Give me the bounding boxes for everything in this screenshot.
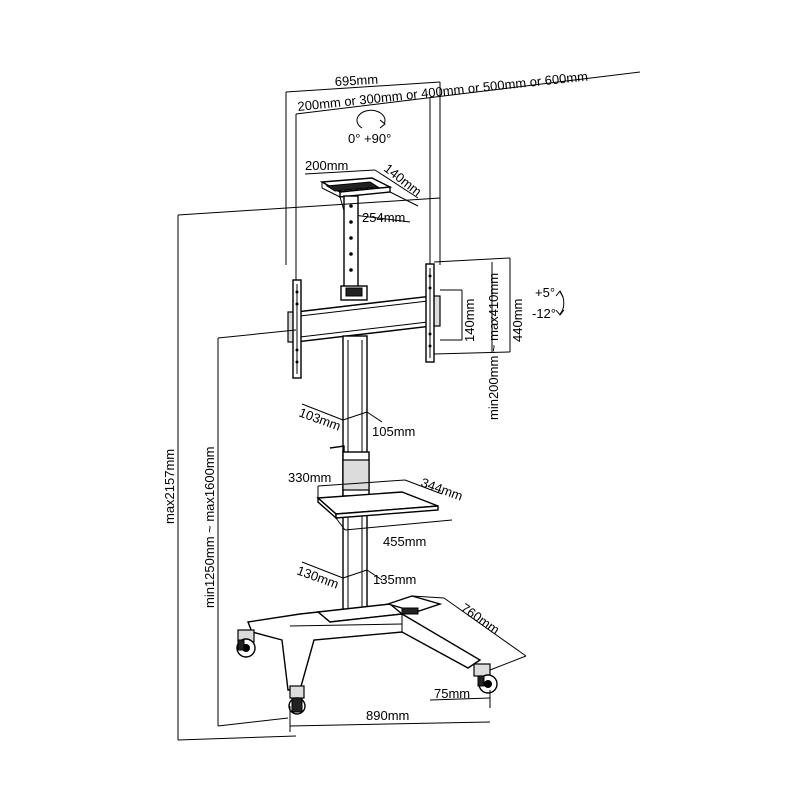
dim-rotation: 0° +90° <box>348 131 391 146</box>
column-upper-dimension-lines <box>301 403 383 430</box>
left-vesa-arm <box>292 279 302 379</box>
caster-left <box>236 629 256 658</box>
dim-tilt-down: -12° <box>532 306 556 321</box>
dim-top-plate-c: 254mm <box>362 210 405 225</box>
top-plate <box>319 177 393 198</box>
base <box>247 595 482 691</box>
dim-top-plate-a: 200mm <box>305 158 348 173</box>
dim-shelf-b: 344mm <box>419 475 465 504</box>
dim-shelf-a: 330mm <box>288 470 331 485</box>
dim-top-plate-b: 140mm <box>381 161 424 200</box>
bracket-dimension-lines <box>433 257 511 355</box>
caster-right <box>473 663 498 694</box>
shelf <box>316 491 439 520</box>
dim-vesa-height: min200mm ~ max410mm <box>486 273 501 420</box>
dim-column-lower-a: 130mm <box>295 563 341 592</box>
dim-bracket-inner: 140mm <box>462 299 477 342</box>
dim-bracket-outer: 440mm <box>510 299 525 342</box>
dim-wheel: 75mm <box>434 686 470 701</box>
rotate-arrow-icon <box>356 109 386 129</box>
column-lower-dimension-lines <box>301 561 383 586</box>
dim-column-upper-a: 103mm <box>297 405 343 434</box>
dim-center-height: min1250mm ~ max1600mm <box>202 447 217 608</box>
dim-base-width: 890mm <box>366 708 409 723</box>
cable-clip <box>329 445 370 497</box>
dim-column-lower-b: 135mm <box>373 572 416 587</box>
dim-column-upper-b: 105mm <box>372 424 415 439</box>
right-vesa-arm <box>425 263 435 363</box>
camera-pole <box>340 195 368 301</box>
dim-base-depth: 760mm <box>458 600 502 637</box>
height-dimension-lines <box>177 197 441 741</box>
dim-shelf-c: 455mm <box>383 534 426 549</box>
caster-front <box>288 685 306 715</box>
dim-total-height: max2157mm <box>162 449 177 524</box>
dim-top-width: 695mm <box>334 72 378 89</box>
dim-tilt-up: +5° <box>535 285 555 300</box>
tilt-arrow-icon <box>555 290 565 316</box>
shelf-dimension-lines <box>317 479 453 531</box>
mount-crossbar <box>287 295 441 343</box>
base-dimension-lines <box>289 595 527 732</box>
